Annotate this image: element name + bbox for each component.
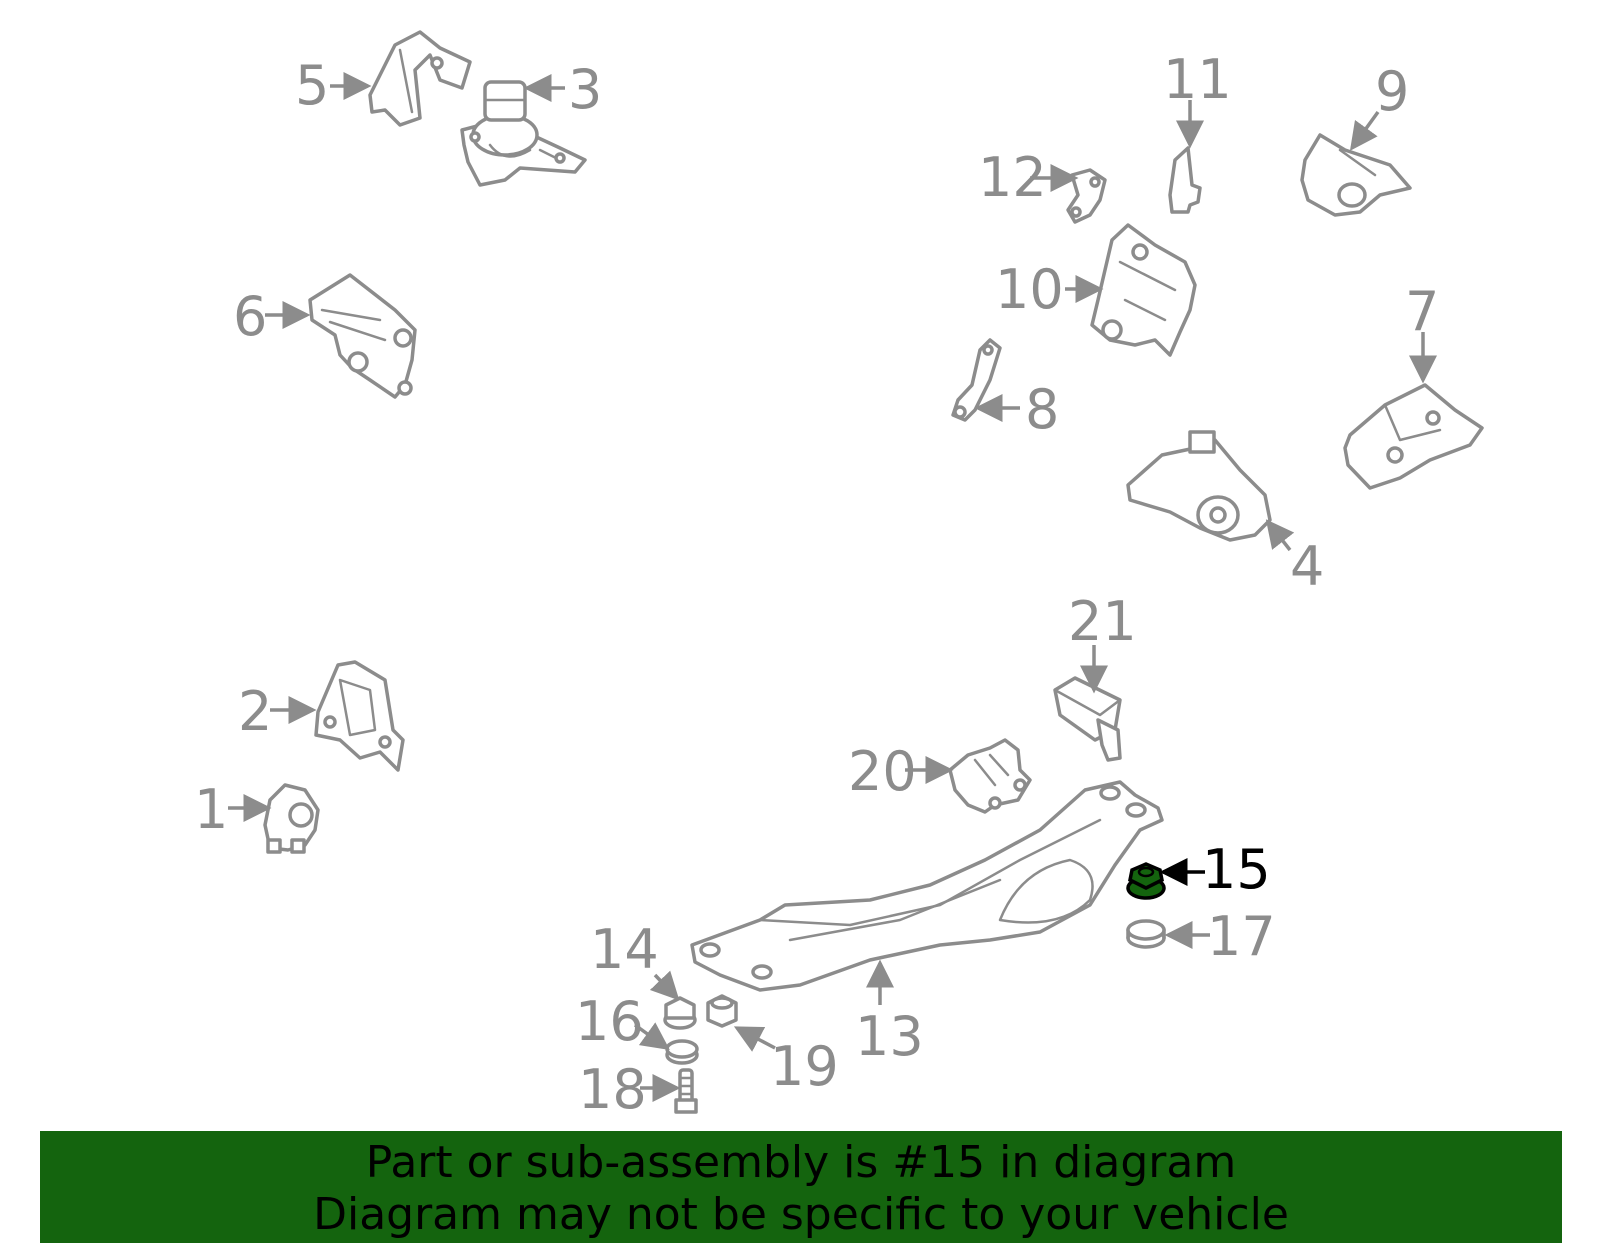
part-2-bracket[interactable] bbox=[314, 660, 405, 772]
label-4: 4 bbox=[1290, 535, 1324, 598]
part-21-block[interactable] bbox=[1053, 676, 1122, 762]
arrow-14 bbox=[649, 970, 680, 1001]
label-1: 1 bbox=[194, 778, 228, 841]
arrow-9 bbox=[1349, 110, 1380, 151]
label-20: 20 bbox=[848, 740, 917, 803]
part-4-mount[interactable] bbox=[1126, 430, 1272, 542]
label-5: 5 bbox=[295, 54, 329, 117]
label-9: 9 bbox=[1375, 60, 1409, 123]
label-21: 21 bbox=[1068, 590, 1137, 653]
banner-line-1: Part or sub-assembly is #15 in diagram bbox=[365, 1137, 1237, 1188]
part-20-bracket[interactable] bbox=[948, 738, 1032, 814]
label-18: 18 bbox=[578, 1058, 647, 1121]
arrow-4 bbox=[1265, 519, 1295, 552]
label-16: 16 bbox=[575, 990, 644, 1053]
part-13-crossmember[interactable] bbox=[690, 780, 1164, 992]
label-6: 6 bbox=[233, 285, 267, 348]
label-14: 14 bbox=[590, 918, 659, 981]
part-6-bracket[interactable] bbox=[308, 273, 417, 399]
label-10: 10 bbox=[995, 258, 1064, 321]
label-12: 12 bbox=[978, 146, 1047, 209]
info-banner: Part or sub-assembly is #15 in diagram D… bbox=[40, 1131, 1562, 1243]
label-7: 7 bbox=[1405, 280, 1439, 343]
arrow-16 bbox=[633, 1022, 670, 1051]
part-3-mount[interactable] bbox=[460, 80, 587, 187]
part-18-bolt[interactable] bbox=[674, 1068, 698, 1114]
part-5-bracket[interactable] bbox=[368, 30, 472, 127]
arrow-19 bbox=[733, 1026, 776, 1052]
part-1-mount[interactable] bbox=[263, 783, 320, 854]
part-17-washer[interactable] bbox=[1126, 919, 1166, 949]
part-15-nut-highlighted[interactable] bbox=[1126, 862, 1166, 900]
part-16-washer[interactable] bbox=[665, 1039, 699, 1065]
label-19: 19 bbox=[770, 1035, 839, 1098]
banner-line-2: Diagram may not be specific to your vehi… bbox=[313, 1189, 1289, 1240]
label-13: 13 bbox=[855, 1005, 924, 1068]
part-9-mount[interactable] bbox=[1300, 133, 1412, 217]
part-14-nut[interactable] bbox=[663, 996, 697, 1030]
label-8: 8 bbox=[1025, 378, 1059, 441]
part-7-mount[interactable] bbox=[1343, 383, 1484, 490]
label-15: 15 bbox=[1202, 838, 1271, 901]
part-19-bushing[interactable] bbox=[706, 994, 738, 1028]
part-11-bracket[interactable] bbox=[1168, 146, 1202, 214]
label-11: 11 bbox=[1163, 48, 1232, 111]
part-8-link[interactable] bbox=[951, 338, 1002, 422]
label-17: 17 bbox=[1207, 905, 1276, 968]
label-3: 3 bbox=[568, 58, 602, 121]
label-2: 2 bbox=[238, 680, 272, 743]
part-10-bracket[interactable] bbox=[1090, 223, 1197, 357]
